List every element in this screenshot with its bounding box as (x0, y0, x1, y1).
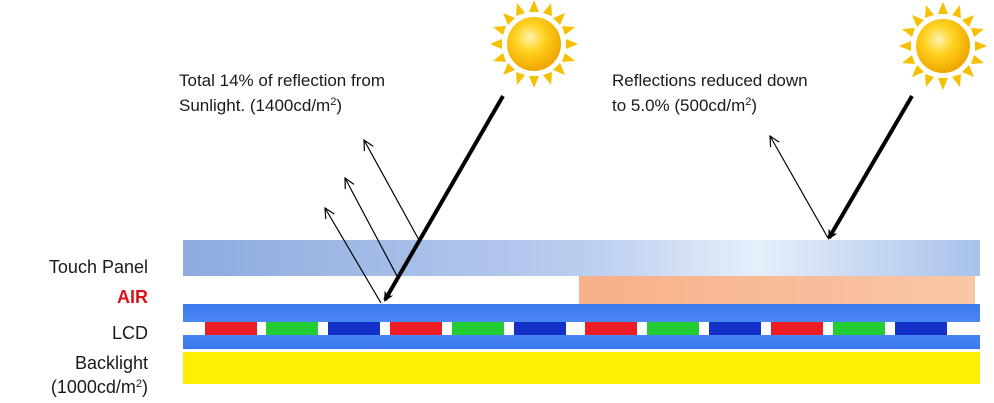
reflection-ray (345, 178, 398, 277)
sun-icon (899, 2, 987, 90)
superscript: 2 (745, 96, 752, 108)
right-annotation-line2: to 5.0% (500cd/m2) (612, 93, 808, 118)
right-annotation-line2-text: to 5.0% (500cd/m (612, 96, 746, 115)
backlight-layer (183, 352, 980, 384)
lcd-label: LCD (111, 323, 148, 343)
right-annotation: Reflections reduced down to 5.0% (500cd/… (612, 68, 808, 118)
reflection-ray (364, 140, 420, 241)
left-annotation-line1: Total 14% of reflection from (179, 71, 385, 90)
subpixel-green (266, 322, 318, 335)
superscript: 2 (330, 96, 337, 108)
right-annotation-line2-end: ) (751, 96, 758, 115)
subpixel-red (390, 322, 442, 335)
backlight-label: Backlight (74, 353, 148, 373)
subpixel-green (452, 322, 504, 335)
subpixel-green (647, 322, 699, 335)
subpixel-blue (895, 322, 947, 335)
backlight-brightness-label: (1000cd/m2) (51, 376, 148, 398)
right-annotation-line1: Reflections reduced down (612, 71, 808, 90)
touch-panel-layer (183, 240, 980, 276)
reflection-ray (770, 136, 829, 239)
subpixel-red (205, 322, 257, 335)
subpixel-red (585, 322, 637, 335)
reflection-ray (325, 208, 382, 304)
air-label: AIR (117, 287, 148, 307)
sun-icon (490, 0, 578, 88)
superscript: 2 (135, 378, 142, 390)
left-annotation-line2: Sunlight. (1400cd/m2) (179, 93, 385, 118)
subpixel-blue (328, 322, 380, 335)
left-annotation-line2-text: Sunlight. (1400cd/m (179, 96, 331, 115)
backlight-brightness-text: (1000cd/m (50, 377, 136, 397)
subpixel-green (833, 322, 885, 335)
incident-ray-right (827, 94, 914, 240)
subpixel-row (205, 322, 947, 335)
incident-ray-left (383, 94, 505, 302)
bonding-layer (579, 276, 975, 304)
subpixel-blue (709, 322, 761, 335)
left-annotation: Total 14% of reflection from Sunlight. (… (179, 68, 385, 118)
subpixel-red (771, 322, 823, 335)
subpixel-blue (514, 322, 566, 335)
touch-panel-label: Touch Panel (48, 257, 148, 277)
left-annotation-line2-end: ) (336, 96, 342, 115)
backlight-brightness-end: ) (142, 377, 148, 397)
